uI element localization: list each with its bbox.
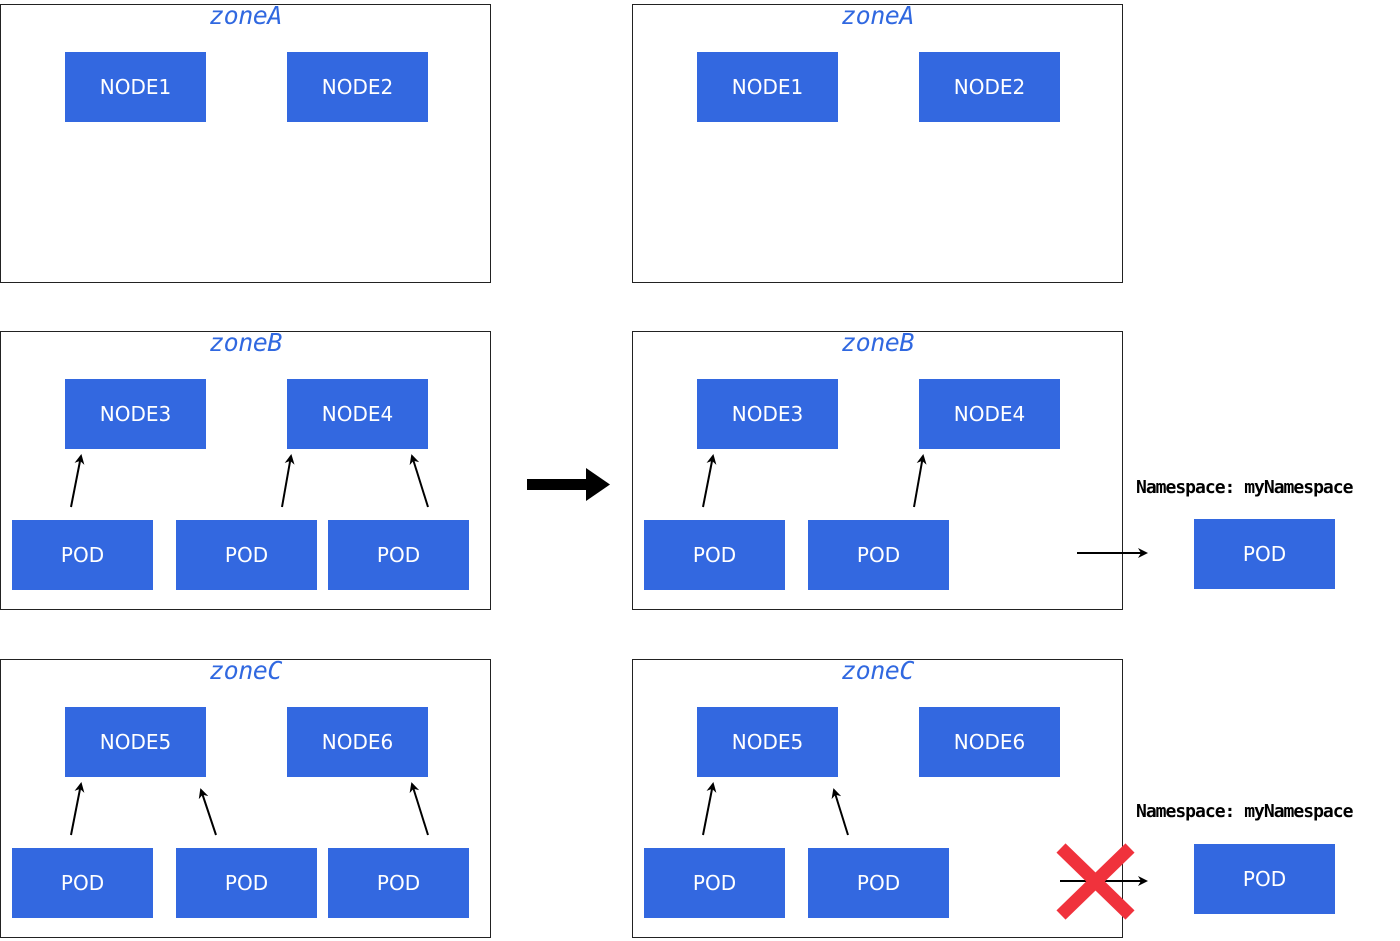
- pod-box: POD: [12, 848, 153, 918]
- thick-right-arrow-icon: [527, 468, 610, 501]
- node-box: NODE4: [919, 379, 1060, 449]
- right-zone-a: zoneA NODE1 NODE2: [632, 1, 1123, 283]
- node-box: NODE6: [287, 707, 428, 777]
- pod-box: POD: [176, 520, 317, 590]
- node-box: NODE3: [65, 379, 206, 449]
- zone-title: zoneC: [841, 656, 914, 685]
- pod-box: POD: [644, 520, 785, 590]
- node-box: NODE6: [919, 707, 1060, 777]
- zone-title: zoneC: [209, 656, 282, 685]
- node-box: NODE2: [287, 52, 428, 122]
- pod-box: POD: [808, 848, 949, 918]
- namespace-label-top: Namespace: myNamespace: [1136, 477, 1353, 498]
- pod-box: POD: [808, 520, 949, 590]
- external-pod-top: POD: [1194, 519, 1335, 589]
- zone-title: zoneA: [841, 1, 914, 30]
- left-zone-a: zoneA NODE1 NODE2: [0, 1, 491, 283]
- zone-title: zoneB: [209, 328, 282, 357]
- pod-box: POD: [328, 520, 469, 590]
- node-box: NODE2: [919, 52, 1060, 122]
- pod-box: POD: [12, 520, 153, 590]
- pod-box: POD: [328, 848, 469, 918]
- pod-box: POD: [644, 848, 785, 918]
- node-box: NODE1: [697, 52, 838, 122]
- left-zone-c: zoneC NODE5 NODE6 POD POD POD: [0, 656, 491, 938]
- external-pod-bottom: POD: [1194, 844, 1335, 914]
- node-box: NODE3: [697, 379, 838, 449]
- pod-box: POD: [176, 848, 317, 918]
- namespace-label-bottom: Namespace: myNamespace: [1136, 801, 1353, 822]
- node-box: NODE4: [287, 379, 428, 449]
- zone-title: zoneB: [841, 328, 914, 357]
- node-box: NODE5: [697, 707, 838, 777]
- left-zone-b: zoneB NODE3 NODE4 POD POD POD: [0, 328, 491, 610]
- zone-title: zoneA: [209, 1, 282, 30]
- node-box: NODE5: [65, 707, 206, 777]
- right-zone-c: zoneC NODE5 NODE6 POD POD: [632, 656, 1123, 938]
- node-box: NODE1: [65, 52, 206, 122]
- right-zone-b: zoneB NODE3 NODE4 POD POD: [632, 328, 1123, 610]
